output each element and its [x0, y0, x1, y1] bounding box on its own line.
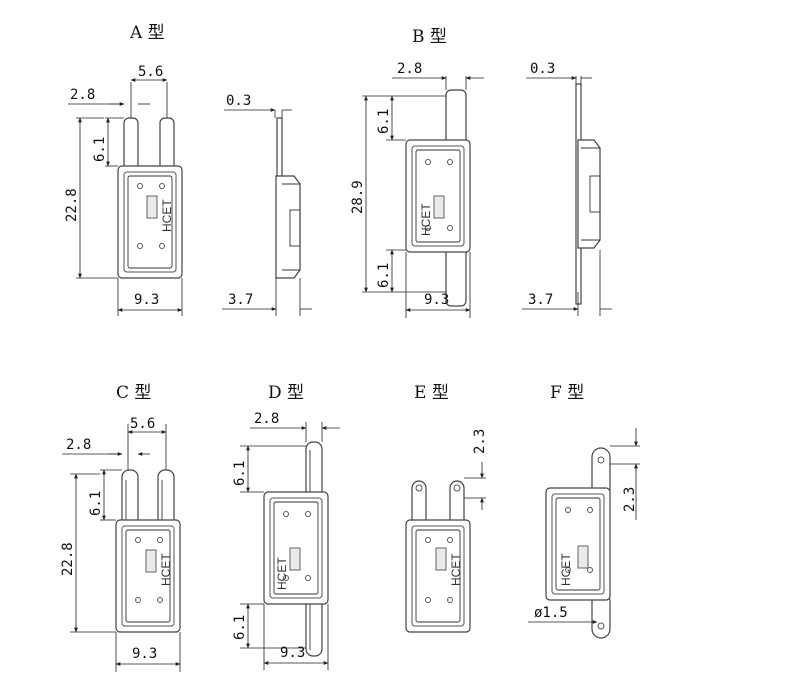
type-d-dim-terminal-bottom: 6.1: [232, 615, 248, 640]
type-a-title: A 型: [129, 23, 165, 43]
type-c-dim-width: 9.3: [132, 646, 157, 662]
type-a-dim-terminal-len: 6.1: [92, 137, 108, 162]
type-c-dim-top-width: 5.6: [130, 416, 155, 432]
type-b-side-view: [575, 83, 601, 305]
type-c-dim-height: 22.8: [60, 542, 76, 576]
type-f-front-view: HCET: [545, 447, 611, 639]
type-b-dim-depth: 3.7: [528, 292, 553, 308]
type-f-dim-hole-dia: ø1.5: [534, 605, 568, 621]
type-b-dim-gap: 2.8: [397, 61, 422, 77]
type-b-dim-height: 28.9: [350, 180, 366, 214]
type-c-dim-gap: 2.8: [66, 437, 91, 453]
type-a-group: A 型 HCET 5.6 2.8 6.1 22: [64, 23, 312, 316]
type-a-dim-height: 22.8: [64, 188, 80, 222]
type-f-group: F 型 HCET 2.3 ø1.5: [528, 383, 640, 639]
type-d-dim-gap: 2.8: [254, 411, 279, 427]
type-f-dim-hole-offset: 2.3: [622, 487, 638, 512]
type-b-dim-terminal-top: 6.1: [376, 109, 392, 134]
type-d-group: D 型 HCET 2.8 6.1 6.1: [232, 383, 340, 670]
type-b-title: B 型: [412, 27, 447, 47]
type-b-brand-label: HCET: [419, 203, 433, 236]
type-f-brand-label: HCET: [559, 553, 573, 586]
type-a-dim-top-width: 5.6: [138, 64, 163, 80]
type-a-brand-label: HCET: [160, 199, 174, 232]
type-a-side-view: [275, 117, 301, 279]
type-e-group: E 型 HCET 2.3: [405, 383, 488, 633]
type-a-dim-width: 9.3: [134, 292, 159, 308]
type-f-title: F 型: [550, 383, 584, 403]
type-b-dim-width: 9.3: [424, 292, 449, 308]
type-a-dim-gap: 2.8: [70, 87, 95, 103]
type-e-front-view: HCET: [405, 480, 471, 633]
type-c-title: C 型: [116, 383, 151, 403]
type-d-front-view: HCET: [263, 441, 329, 657]
type-c-front-view: HCET: [115, 469, 181, 633]
type-e-brand-label: HCET: [449, 553, 463, 586]
type-b-front-view: HCET: [405, 89, 471, 307]
type-e-dim-hole-offset: 2.3: [472, 429, 488, 454]
type-b-group: B 型 HCET 2.8 6.1 28.9 6.1: [350, 27, 612, 318]
type-a-dim-thickness: 0.3: [226, 93, 251, 109]
type-b-dim-terminal-bottom: 6.1: [376, 263, 392, 288]
type-a-front-view: HCET: [117, 117, 183, 279]
type-e-title: E 型: [414, 383, 449, 403]
type-d-dim-width: 9.3: [280, 645, 305, 661]
type-c-group: C 型 HCET 5.6 2.8 6.1: [60, 383, 181, 672]
type-d-dim-terminal-top: 6.1: [232, 461, 248, 486]
type-c-brand-label: HCET: [159, 553, 173, 586]
type-b-dim-thickness: 0.3: [530, 61, 555, 77]
type-c-dim-terminal-len: 6.1: [88, 491, 104, 516]
type-a-dim-depth: 3.7: [228, 292, 253, 308]
type-d-title: D 型: [268, 383, 304, 403]
type-d-brand-label: HCET: [275, 557, 289, 590]
